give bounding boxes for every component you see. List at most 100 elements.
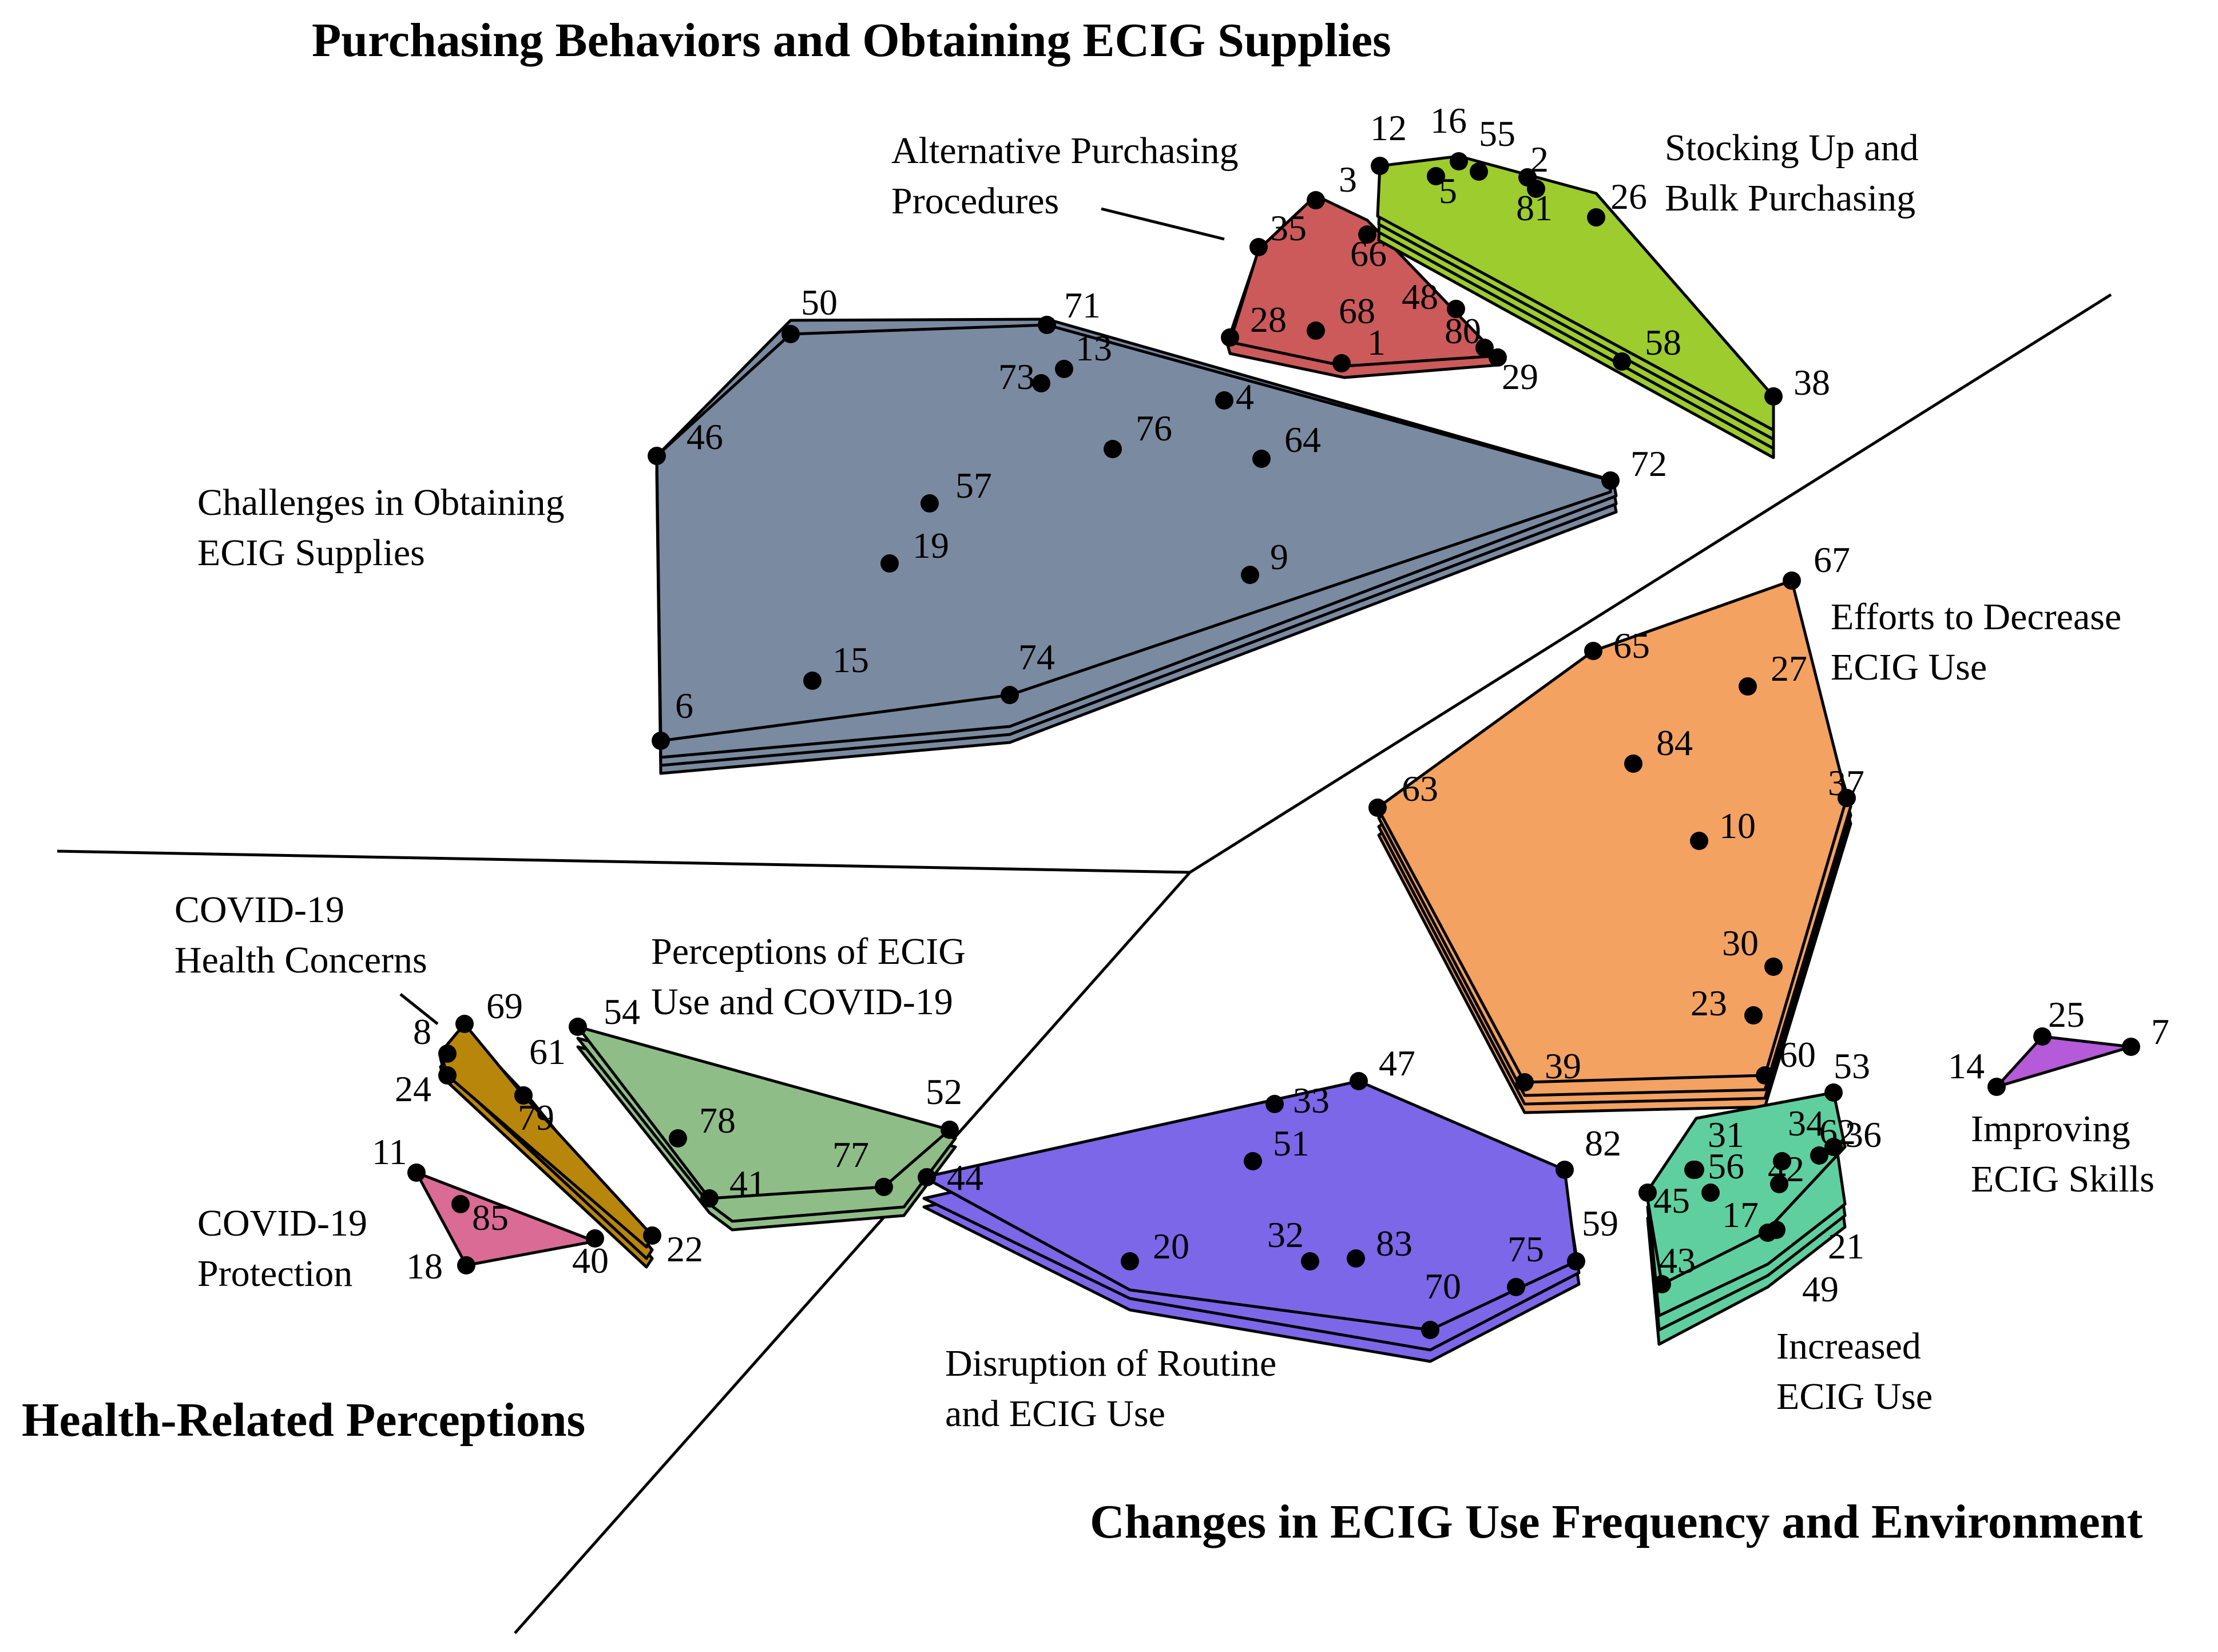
statement-point-label-3: 3 [1339, 159, 1357, 200]
region-title-purchasing: Purchasing Behaviors and Obtaining ECIG … [312, 14, 1391, 67]
statement-point-47 [1350, 1072, 1368, 1090]
statement-point-66 [1358, 225, 1376, 244]
statement-point-8 [438, 1045, 457, 1063]
statement-point-label-14: 14 [1948, 1046, 1985, 1086]
statement-point-label-66: 66 [1350, 233, 1387, 274]
statement-point-label-44: 44 [947, 1157, 983, 1198]
statement-point-label-20: 20 [1153, 1226, 1189, 1266]
statement-point-label-45: 45 [1653, 1180, 1690, 1221]
label-stocking-up-line1: Stocking Up and [1665, 127, 1919, 169]
statement-point-label-75: 75 [1507, 1229, 1544, 1269]
statement-point-label-47: 47 [1379, 1043, 1415, 1083]
statement-point-label-61: 61 [529, 1031, 566, 1072]
statement-point-label-6: 6 [675, 685, 693, 726]
statement-point-5 [1427, 167, 1445, 185]
statement-point-label-51: 51 [1273, 1123, 1310, 1163]
statement-point-59 [1567, 1252, 1585, 1270]
statement-point-label-46: 46 [687, 416, 723, 457]
statement-point-label-57: 57 [955, 465, 992, 506]
statement-point-label-7: 7 [2151, 1011, 2169, 1052]
statement-point-label-68: 68 [1339, 291, 1375, 331]
statement-point-42 [1770, 1175, 1788, 1193]
label-perceptions-covid-line2: Use and COVID-19 [651, 981, 953, 1023]
statement-point-label-79: 79 [518, 1097, 554, 1138]
divider-bottom [514, 871, 1191, 1634]
statement-point-57 [920, 494, 939, 513]
statement-point-56 [1686, 1161, 1704, 1179]
statement-point-label-24: 24 [395, 1069, 431, 1109]
statement-point-68 [1307, 321, 1325, 340]
statement-point-label-54: 54 [604, 991, 640, 1032]
statement-point-label-60: 60 [1779, 1034, 1816, 1075]
statement-point-11 [407, 1163, 426, 1182]
statement-point-6 [652, 732, 670, 750]
statement-point-label-1: 1 [1367, 322, 1386, 363]
divider-right [1189, 293, 2112, 874]
statement-point-label-17: 17 [1722, 1194, 1759, 1235]
statement-point-69 [455, 1015, 474, 1033]
statement-point-23 [1744, 1006, 1763, 1024]
label-increased-use-line2: ECIG Use [1776, 1376, 1933, 1417]
statement-point-label-39: 39 [1545, 1046, 1581, 1086]
label-perceptions-covid-line1: Perceptions of ECIG [651, 931, 966, 972]
cluster-improving-skills-top [1995, 1035, 2133, 1089]
label-disruption-line2: and ECIG Use [945, 1393, 1165, 1435]
statement-point-label-81: 81 [1516, 188, 1553, 228]
statement-point-1 [1332, 354, 1351, 372]
statement-point-19 [880, 554, 899, 573]
statement-point-label-80: 80 [1445, 311, 1481, 351]
statement-point-35 [1249, 238, 1268, 256]
statement-point-label-50: 50 [801, 282, 838, 323]
statement-point-label-16: 16 [1430, 100, 1467, 141]
cluster-alternative-purchasing [1225, 194, 1501, 379]
label-covid-concerns-line1: COVID-19 [174, 889, 344, 931]
statement-point-label-65: 65 [1613, 625, 1650, 666]
statement-point-label-30: 30 [1722, 923, 1759, 963]
label-covid-protection-line2: Protection [197, 1253, 352, 1294]
statement-point-81 [1527, 180, 1545, 198]
statement-point-73 [1032, 374, 1050, 392]
statement-point-label-25: 25 [2048, 994, 2085, 1035]
statement-point-label-58: 58 [1645, 322, 1681, 363]
statement-point-label-40: 40 [572, 1240, 609, 1281]
statement-point-48 [1447, 300, 1465, 318]
statement-point-label-52: 52 [926, 1071, 962, 1112]
statement-point-64 [1252, 450, 1271, 468]
statement-point-76 [1104, 440, 1122, 458]
statement-point-label-28: 28 [1250, 299, 1287, 340]
statement-point-label-27: 27 [1771, 648, 1807, 689]
cluster-disruption-top [922, 1079, 1578, 1332]
statement-point-50 [781, 325, 800, 343]
statement-point-label-43: 43 [1659, 1240, 1696, 1281]
statement-point-label-9: 9 [1270, 537, 1288, 577]
statement-point-40 [586, 1229, 604, 1248]
statement-point-label-70: 70 [1425, 1266, 1461, 1306]
statement-point-label-22: 22 [666, 1229, 703, 1269]
cluster-stocking-up [1376, 154, 1775, 459]
statement-point-label-62: 62 [1819, 1111, 1856, 1152]
statement-point-label-48: 48 [1402, 276, 1438, 317]
statement-point-label-19: 19 [912, 525, 949, 566]
statement-point-label-37: 37 [1828, 763, 1864, 803]
cluster-disruption [922, 1079, 1581, 1363]
label-covid-concerns-leader [399, 993, 439, 1025]
statement-point-82 [1556, 1161, 1574, 1179]
statement-point-label-83: 83 [1376, 1223, 1412, 1264]
statement-point-52 [941, 1121, 959, 1139]
statement-point-25 [2033, 1027, 2052, 1046]
statement-point-60 [1756, 1066, 1774, 1085]
cluster-efforts-decrease [1376, 579, 1852, 1114]
statement-point-74 [1001, 686, 1019, 704]
statement-point-label-67: 67 [1814, 539, 1850, 580]
statement-point-67 [1783, 571, 1801, 590]
statement-point-43 [1653, 1275, 1671, 1293]
statement-point-label-71: 71 [1064, 285, 1101, 325]
statement-point-label-18: 18 [406, 1246, 443, 1286]
statement-point-36 [1824, 1138, 1843, 1156]
statement-point-27 [1739, 677, 1757, 696]
statement-point-label-64: 64 [1284, 419, 1321, 460]
